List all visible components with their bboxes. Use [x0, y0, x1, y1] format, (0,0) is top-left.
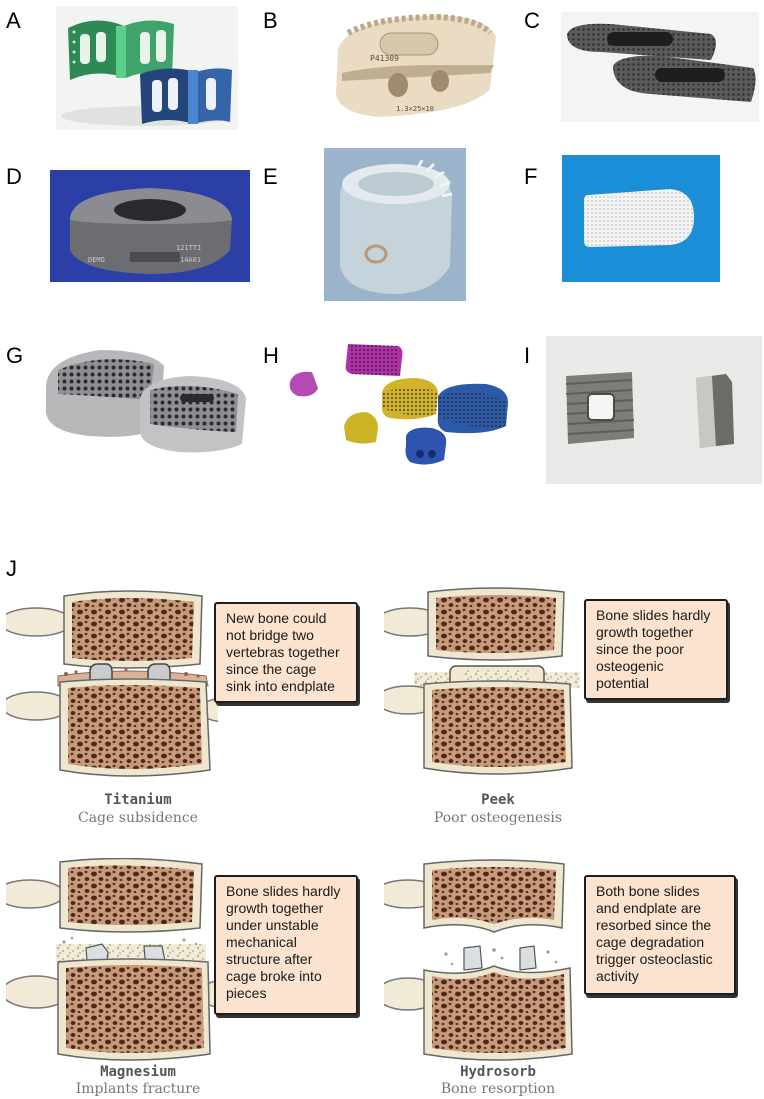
callout-hydrosorb: Both bone slides and endplate are resorb… — [584, 875, 736, 995]
photo-i-titanium-cage-views — [546, 336, 762, 484]
panel-label-f: F — [524, 164, 538, 189]
caption-outcome-titanium: Cage subsidence — [78, 810, 198, 826]
panel-label-a: A — [6, 8, 21, 33]
callout-titanium: New bone could not bridge two vertebras … — [214, 602, 358, 703]
callout-peek: Bone slides hardly growth together since… — [584, 599, 728, 700]
photo-f-printed-cage — [562, 155, 720, 282]
photo-e-hydrosorb-cage — [324, 148, 466, 301]
scene-magnesium — [6, 858, 218, 1068]
panel-label-d: D — [6, 164, 22, 189]
caption-material-titanium: Titanium — [104, 792, 172, 808]
b-size-text: 1.3×25×10 — [396, 105, 434, 113]
photo-c-porous-cages — [561, 12, 759, 122]
panel-label-c: C — [524, 8, 540, 33]
caption-outcome-peek: Poor osteogenesis — [433, 810, 563, 826]
panel-label-e: E — [263, 164, 278, 189]
d-code-1: 121TTI — [176, 244, 201, 252]
scene-peek — [384, 584, 596, 790]
callout-magnesium: Bone slides hardly growth together under… — [214, 875, 358, 1015]
photo-g-lattice-cages — [40, 336, 252, 458]
panel-label-i: I — [524, 343, 531, 368]
panel-label-g: G — [6, 343, 24, 368]
panel-label-j: J — [6, 556, 17, 581]
caption-outcome-magnesium: Implants fracture — [75, 1081, 201, 1097]
d-code-2: 14A01 — [180, 256, 201, 264]
d-code-3: DEMO — [88, 256, 105, 264]
photo-d-titanium-cage: 121TTI 14A01 DEMO — [50, 170, 250, 282]
photo-h-colored-cages — [286, 336, 518, 474]
caption-outcome-hydrosorb: Bone resorption — [440, 1081, 556, 1097]
caption-material-magnesium: Magnesium — [100, 1064, 176, 1080]
panel-label-h: H — [263, 343, 279, 368]
b-serial-text: P41309 — [370, 54, 399, 63]
photo-a-anodized-cages — [56, 6, 238, 130]
photo-b-peek-cage: P41309 1.3×25×10 — [318, 3, 502, 133]
caption-material-peek: Peek — [481, 792, 515, 808]
scene-hydrosorb — [384, 858, 596, 1068]
scene-titanium — [6, 584, 218, 790]
caption-material-hydrosorb: Hydrosorb — [460, 1064, 536, 1080]
panel-label-b: B — [263, 8, 278, 33]
